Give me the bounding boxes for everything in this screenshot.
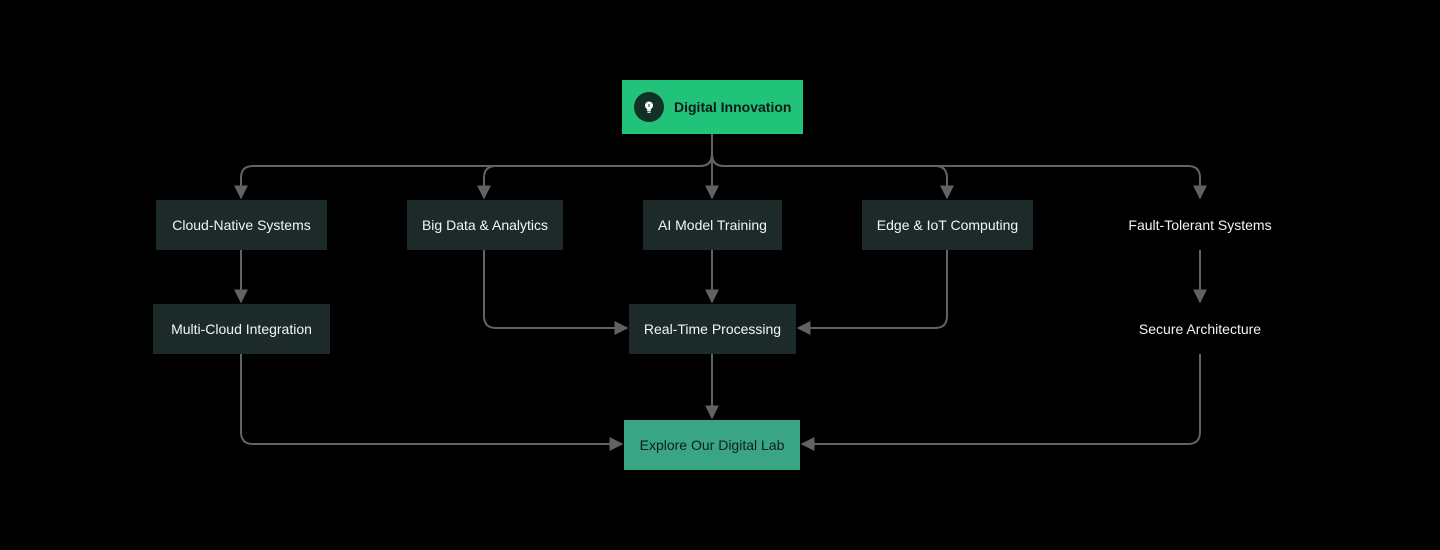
node-label: Secure Architecture [1138, 321, 1262, 337]
node-label: Big Data & Analytics [421, 217, 549, 233]
explore-digital-lab-button[interactable]: Explore Our Digital Lab [624, 420, 800, 470]
edge-root-big-data [477, 134, 713, 200]
node-cloud-native-systems[interactable]: Cloud-Native Systems [156, 200, 327, 250]
button-label: Explore Our Digital Lab [639, 437, 785, 453]
edge-multi-cloud-cta [240, 354, 624, 451]
lightbulb-icon [634, 92, 664, 122]
node-ai-model-training[interactable]: AI Model Training [643, 200, 782, 250]
node-label: Multi-Cloud Integration [171, 321, 312, 337]
node-edge-iot-computing[interactable]: Edge & IoT Computing [862, 200, 1033, 250]
edge-root-fault-tolerant [711, 134, 1207, 200]
node-label: AI Model Training [658, 217, 767, 233]
node-multi-cloud-integration[interactable]: Multi-Cloud Integration [153, 304, 330, 354]
node-label: Digital Innovation [674, 99, 792, 115]
node-label: Cloud-Native Systems [172, 217, 311, 233]
edge-big-data-realtime [483, 250, 629, 335]
node-secure-architecture[interactable]: Secure Architecture [1120, 304, 1280, 354]
node-real-time-processing[interactable]: Real-Time Processing [629, 304, 796, 354]
node-fault-tolerant-systems[interactable]: Fault-Tolerant Systems [1112, 200, 1288, 250]
node-digital-innovation[interactable]: Digital Innovation [622, 80, 803, 134]
edge-secure-cta [800, 354, 1201, 451]
node-label: Edge & IoT Computing [876, 217, 1019, 233]
edge-edge-iot-realtime [796, 250, 948, 335]
node-label: Real-Time Processing [643, 321, 782, 337]
node-label: Fault-Tolerant Systems [1128, 217, 1272, 233]
node-big-data-analytics[interactable]: Big Data & Analytics [407, 200, 563, 250]
